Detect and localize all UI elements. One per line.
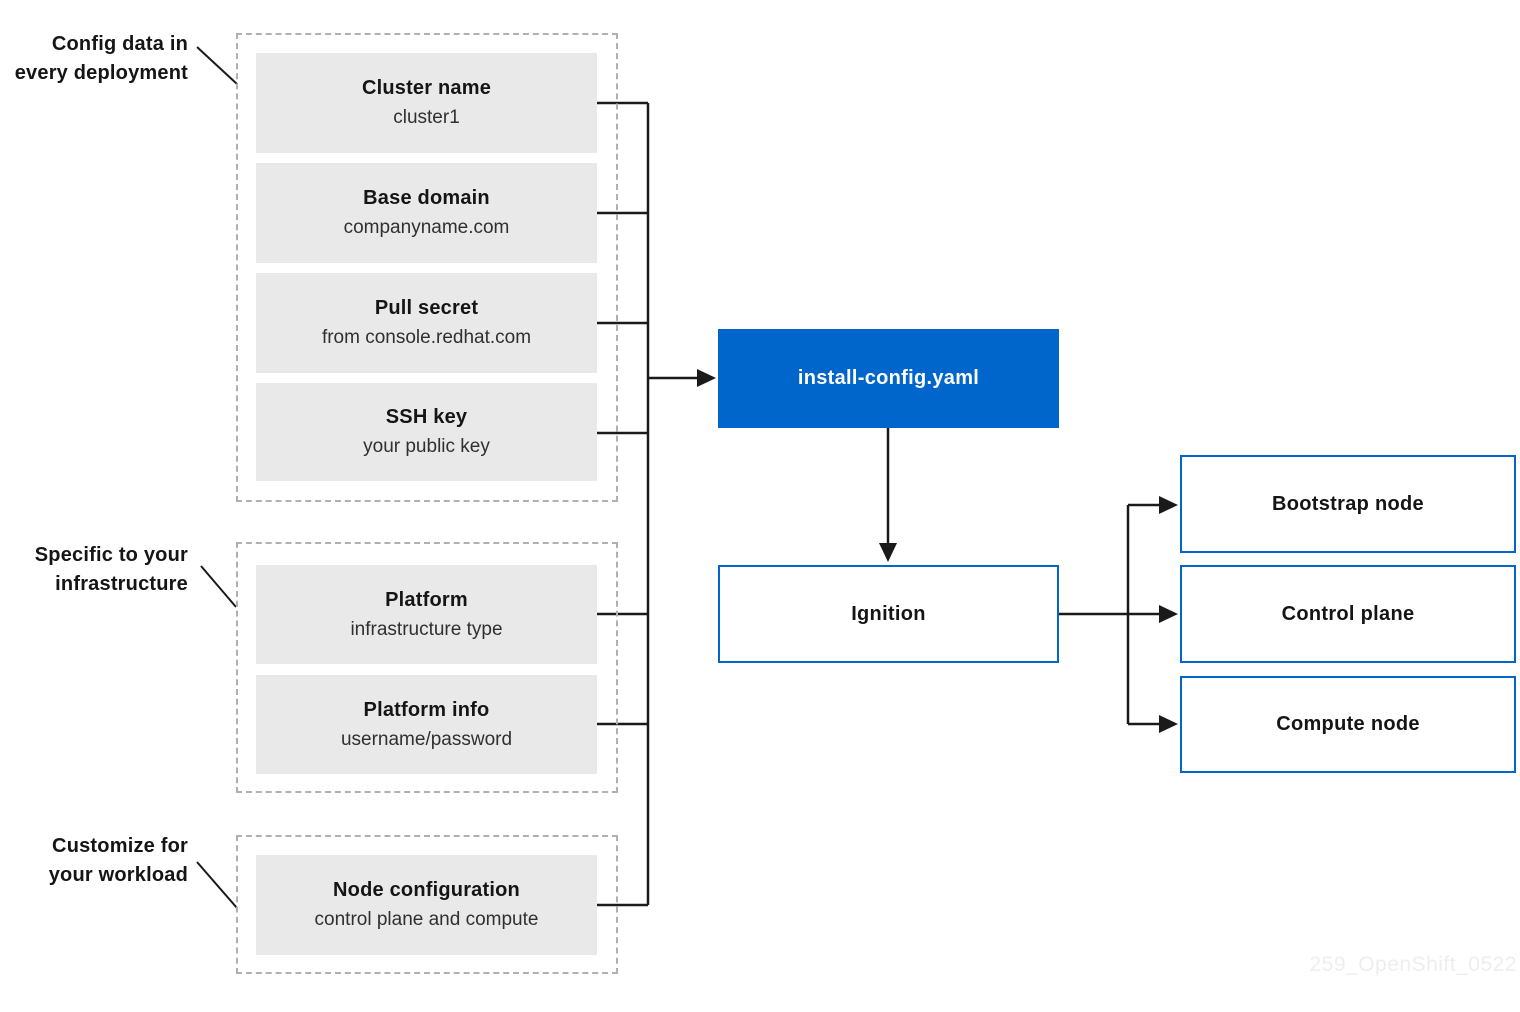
pointer-config-data bbox=[196, 46, 238, 85]
item-title: Cluster name bbox=[361, 77, 492, 99]
compute-node-box: Compute node bbox=[1180, 676, 1516, 773]
item-title: Base domain bbox=[363, 187, 490, 209]
group-label-line: Customize for bbox=[52, 835, 188, 857]
install-config-yaml-node: install-config.yaml bbox=[718, 329, 1059, 428]
item-subtitle: your public key bbox=[363, 436, 490, 457]
arrowhead-compute-node bbox=[1159, 715, 1178, 733]
dashed-group-specific-infrastructure bbox=[236, 542, 618, 793]
arrow-to-install-config bbox=[648, 369, 716, 387]
config-item-platform-info: Platform info username/password bbox=[256, 675, 597, 774]
dashed-group-config-data bbox=[236, 33, 618, 502]
item-title: Platform bbox=[385, 588, 468, 611]
watermark-text: 259_OpenShift_0522 bbox=[1309, 953, 1517, 976]
arrowhead-bootstrap bbox=[1159, 496, 1178, 514]
group-label-specific-infrastructure: Specific to your infrastructure bbox=[0, 541, 188, 599]
ignition-output-branches bbox=[1059, 496, 1178, 733]
item-subtitle: cluster1 bbox=[393, 107, 460, 128]
ignition-label: Ignition bbox=[851, 602, 926, 625]
item-subtitle: infrastructure type bbox=[350, 618, 503, 640]
item-title: Pull secret bbox=[374, 297, 479, 319]
item-subtitle: companyname.com bbox=[343, 217, 510, 238]
control-plane-label: Control plane bbox=[1281, 602, 1415, 625]
item-subtitle: control plane and compute bbox=[314, 909, 539, 930]
config-item-ssh-key: SSH key your public key bbox=[256, 383, 597, 481]
control-plane-box: Control plane bbox=[1180, 565, 1516, 663]
group-label-line: your workload bbox=[48, 864, 188, 886]
arrow-install-config-to-ignition bbox=[879, 428, 897, 562]
item-subtitle: from console.redhat.com bbox=[321, 327, 532, 348]
label-pointer-lines bbox=[196, 46, 238, 909]
config-item-cluster-name: Cluster name cluster1 bbox=[256, 53, 597, 153]
pointer-specific-infrastructure bbox=[200, 565, 237, 608]
item-title: Node configuration bbox=[333, 879, 520, 901]
item-title: Platform info bbox=[363, 698, 490, 721]
ignition-node: Ignition bbox=[718, 565, 1059, 663]
arrowhead-control-plane bbox=[1159, 605, 1178, 623]
config-item-pull-secret: Pull secret from console.redhat.com bbox=[256, 273, 597, 373]
group-label-config-data: Config data in every deployment bbox=[0, 30, 188, 88]
config-item-base-domain: Base domain companyname.com bbox=[256, 163, 597, 263]
group-label-line: infrastructure bbox=[55, 573, 188, 595]
dashed-group-customize-workload bbox=[236, 835, 618, 974]
compute-node-label: Compute node bbox=[1276, 713, 1420, 735]
config-item-node-configuration: Node configuration control plane and com… bbox=[256, 855, 597, 955]
config-item-platform: Platform infrastructure type bbox=[256, 565, 597, 664]
pointer-customize-workload bbox=[196, 861, 238, 909]
install-config-yaml-label: install-config.yaml bbox=[797, 367, 980, 389]
item-subtitle: username/password bbox=[340, 728, 513, 750]
group-label-line: Specific to your bbox=[34, 544, 188, 566]
group-label-customize-workload: Customize for your workload bbox=[0, 832, 188, 890]
item-title: SSH key bbox=[385, 406, 468, 428]
group-label-line: Config data in bbox=[51, 33, 188, 55]
group-label-line: every deployment bbox=[14, 62, 188, 84]
bootstrap-node-box: Bootstrap node bbox=[1180, 455, 1516, 553]
bootstrap-node-label: Bootstrap node bbox=[1272, 492, 1424, 515]
